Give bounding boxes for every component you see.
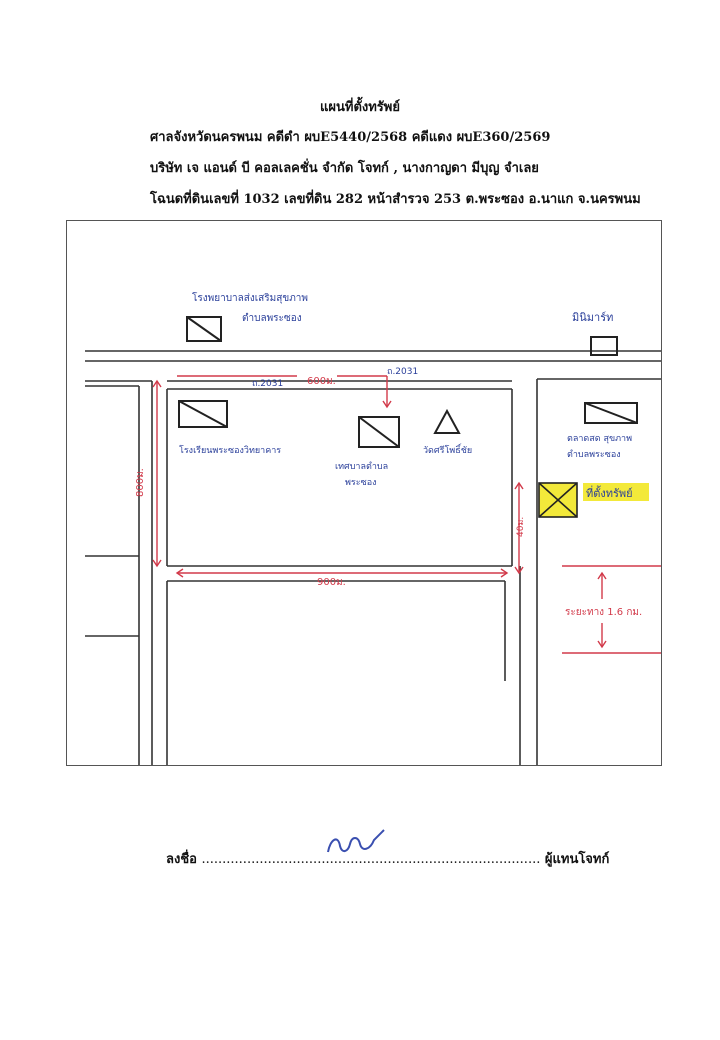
main-road	[85, 350, 661, 382]
dimension-40	[514, 481, 524, 575]
dimension-800	[152, 379, 162, 568]
map-label-top: โรงพยาบาลส่งเสริมสุขภาพ	[192, 291, 308, 304]
dimension-900	[175, 568, 509, 578]
property-label: ที่ตั้งทรัพย์	[586, 485, 633, 500]
dist-800-label: 800ม.	[135, 468, 146, 497]
building-marker	[584, 402, 638, 424]
deed-line: โฉนดที่ดินเลขที่ 1032 เลขที่ดิน 282 หน้า…	[150, 192, 641, 207]
page-title: แผนที่ตั้งทรัพย์	[320, 100, 400, 115]
dimension-1-6km	[562, 565, 661, 654]
building-marker	[590, 336, 618, 356]
dist-900-label: 900ม.	[317, 577, 346, 588]
map-label-top-2: ตำบลพระซอง	[242, 313, 302, 324]
map-label-temple: วัดศรีโพธิ์ชัย	[423, 443, 472, 456]
building-marker	[186, 316, 222, 342]
signature-dots: ........................................…	[201, 852, 541, 867]
building-marker	[358, 416, 400, 448]
parties-line: บริษัท เจ แอนด์ บี คอลเลคชั่น จำกัด โจทก…	[150, 161, 539, 176]
dimension-600	[177, 375, 392, 409]
signature-label: ลงชื่อ	[166, 852, 197, 867]
signature-role: ผู้แทนโจทก์	[544, 852, 610, 867]
signature-line: ลงชื่อ .................................…	[166, 848, 609, 869]
dist-1-6km-label: ระยะทาง 1.6 กม.	[565, 607, 642, 618]
map-label-school-left: โรงเรียนพระซองวิทยาคาร	[179, 445, 281, 456]
location-map: โรงพยาบาลส่งเสริมสุขภาพ ตำบลพระซอง มินิม…	[66, 220, 662, 766]
road-label: ถ.2031	[387, 367, 418, 377]
map-label-shop: มินิมาร์ท	[572, 311, 613, 324]
temple-icon	[433, 408, 461, 434]
road-label-inner: ถ.2031	[252, 379, 283, 389]
map-label-market-2: ตำบลพระซอง	[567, 449, 621, 460]
court-case-line: ศาลจังหวัดนครพนม คดีดำ ผบE5440/2568 คดีแ…	[150, 130, 551, 145]
map-label-market: ตลาดสด สุขภาพ	[567, 434, 632, 444]
dist-600-label: 600ม.	[307, 376, 336, 387]
map-drawing: โรงพยาบาลส่งเสริมสุขภาพ ตำบลพระซอง มินิม…	[85, 291, 661, 765]
block-roads	[85, 379, 538, 765]
signature-mark	[327, 829, 385, 853]
building-marker	[178, 400, 228, 428]
dist-40-label: 40ม.	[516, 517, 526, 537]
property-label-highlight	[583, 483, 649, 501]
map-label-office-2: พระซอง	[345, 478, 377, 488]
map-label-office: เทศบาลตำบล	[335, 461, 388, 472]
